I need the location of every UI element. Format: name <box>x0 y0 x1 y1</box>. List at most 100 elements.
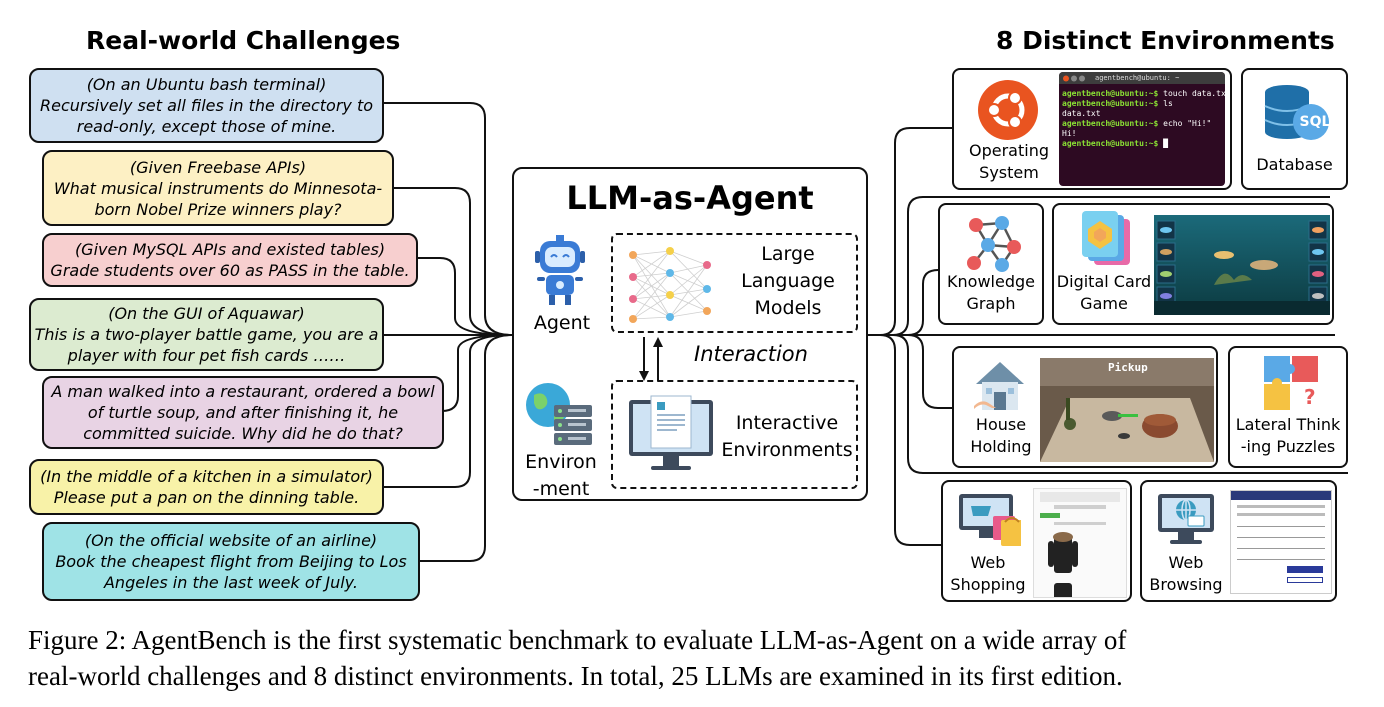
challenge-dcg: (On the GUI of Aquawar) This is a two-pl… <box>29 298 384 371</box>
env-box-label-line: Interactive <box>735 412 839 434</box>
kitchen-screenshot <box>1040 358 1214 462</box>
os-label-line: Operating <box>969 141 1049 160</box>
pickup-overlay: Pickup <box>1108 361 1148 374</box>
db-label-line: Database <box>1256 155 1333 174</box>
kg-label-line: Graph <box>966 294 1016 313</box>
knowledge-graph-icon <box>967 216 1021 272</box>
left-heading: Real-world Challenges <box>86 26 401 55</box>
challenge-line: read-only, except those of mine. <box>76 117 337 136</box>
env-digital-card-game: Digital Card Game <box>1052 203 1334 325</box>
agent-label: Agent <box>533 312 591 334</box>
environment-label: Environ -ment <box>514 449 608 503</box>
dcg-label-line: Game <box>1080 294 1128 313</box>
challenge-line: This is a two-player battle game, you ar… <box>34 325 379 344</box>
right-heading: 8 Distinct Environments <box>996 26 1335 55</box>
llm-dashed-box: Large Language Models <box>611 233 858 333</box>
env-box-label: Interactive Environments <box>719 410 855 464</box>
os-label-line: System <box>979 163 1039 182</box>
llm-label-line: Models <box>754 297 822 319</box>
terminal-screenshot: agentbench@ubuntu: ~ agentbench@ubuntu:~… <box>1059 72 1225 186</box>
browse-label-line: Web <box>1168 553 1204 572</box>
jacket-image <box>1054 583 1072 597</box>
card-game-icon <box>1082 211 1130 265</box>
challenge-line: Grade students over 60 as PASS in the ta… <box>50 261 410 280</box>
hh-label: House Holding <box>958 414 1044 458</box>
challenge-line: (Given Freebase APIs) <box>129 157 307 177</box>
monitor-document-icon <box>629 395 713 470</box>
challenge-line: born Nobel Prize winners play? <box>94 199 342 219</box>
challenge-line: (Given MySQL APIs and existed tables) <box>74 240 386 259</box>
terminal-title: agentbench@ubuntu: ~ <box>1059 72 1225 84</box>
window-buttons-icon <box>1063 75 1085 82</box>
terminal-line: Hi! <box>1062 129 1077 138</box>
interaction-arrows <box>639 337 663 381</box>
env-web-browsing: Web Browsing <box>1140 480 1337 602</box>
terminal-line: agentbench@ubuntu:~$ ls <box>1062 99 1173 108</box>
challenge-line: A man walked into a restaurant, ordered … <box>51 382 435 401</box>
browse-label-line: Browsing <box>1149 575 1223 594</box>
svg-text:?: ? <box>1304 385 1316 409</box>
challenge-line: (In the middle of a kitchen in a simulat… <box>40 467 373 486</box>
os-label: Operating System <box>956 140 1062 184</box>
challenge-line: Book the cheapest flight from Beijing to… <box>55 552 407 571</box>
dcg-label: Digital Card Game <box>1054 271 1154 315</box>
llm-label: Large Language Models <box>723 241 853 322</box>
env-lateral-thinking: ? Lateral Think -ing Puzzles <box>1228 346 1348 468</box>
house-icon <box>974 362 1024 410</box>
caption-line: real-world challenges and 8 distinct env… <box>28 661 1123 691</box>
challenge-line: player with four pet fish cards …… <box>67 346 346 365</box>
airline-screenshot <box>1230 490 1332 594</box>
challenge-line: committed suicide. Why did he do that? <box>83 424 403 443</box>
env-dashed-box: Interactive Environments <box>611 380 858 489</box>
env-knowledge-graph: Knowledge Graph <box>938 203 1044 325</box>
challenge-line: Please put a pan on the dinning table. <box>53 488 360 507</box>
environment-label-line: -ment <box>532 478 590 500</box>
challenge-line: (On the official website of an airline) <box>84 531 378 550</box>
hh-label-line: House <box>975 415 1027 434</box>
challenge-line: (On the GUI of Aquawar) <box>108 304 305 323</box>
env-web-shopping: Web Shopping <box>941 480 1132 602</box>
shopping-screenshot <box>1033 488 1127 598</box>
neural-network-icon <box>629 247 711 323</box>
challenge-ltp: A man walked into a restaurant, ordered … <box>42 376 444 449</box>
shop-label-line: Web <box>970 553 1006 572</box>
hh-label-line: Holding <box>970 437 1032 456</box>
caption-line: Figure 2: AgentBench is the first system… <box>28 625 1127 655</box>
robot-icon <box>535 235 585 305</box>
aquawar-screenshot <box>1154 215 1330 315</box>
challenge-line: of turtle soup, and after finishing it, … <box>87 403 399 422</box>
env-house-holding: House Holding Pickup <box>952 346 1218 468</box>
shop-label-line: Shopping <box>950 575 1026 594</box>
ubuntu-icon <box>978 80 1038 140</box>
challenge-line: Angeles in the last week of July. <box>103 573 358 592</box>
connector-lines <box>382 102 1348 562</box>
challenge-hh: (In the middle of a kitchen in a simulat… <box>29 459 384 515</box>
db-label: Database <box>1243 154 1346 176</box>
llm-label-line: Large <box>761 243 815 265</box>
terminal-line: data.txt <box>1062 109 1101 118</box>
sql-badge: SQL <box>1299 114 1331 130</box>
llm-as-agent-box: LLM-as-Agent Agent <box>512 167 868 501</box>
terminal-line: agentbench@ubuntu:~$ █ <box>1062 139 1168 148</box>
challenge-kg: (Given Freebase APIs) What musical instr… <box>42 150 394 226</box>
kg-label-line: Knowledge <box>947 272 1035 291</box>
challenge-web: (On the official website of an airline) … <box>42 522 420 601</box>
ltp-label: Lateral Think -ing Puzzles <box>1230 414 1346 458</box>
shopping-icon <box>959 494 1021 546</box>
environment-label-line: Environ <box>525 451 597 473</box>
jacket-image <box>1048 532 1078 573</box>
llm-label-line: Language <box>741 270 835 292</box>
challenge-line: What musical instruments do Minnesota- <box>53 178 383 198</box>
terminal-line: agentbench@ubuntu:~$ touch data.txt <box>1062 89 1225 98</box>
ltp-label-line: Lateral Think <box>1235 415 1341 434</box>
challenge-os: (On an Ubuntu bash terminal) Recursively… <box>29 68 384 143</box>
dcg-label-line: Digital Card <box>1056 272 1152 291</box>
env-database: SQL Database <box>1241 68 1348 190</box>
challenge-line: (On an Ubuntu bash terminal) <box>86 75 327 94</box>
env-box-label-line: Environments <box>721 439 853 461</box>
terminal-line: agentbench@ubuntu:~$ echo "Hi!" <box>1062 119 1212 128</box>
ltp-label-line: -ing Puzzles <box>1240 437 1336 456</box>
browsing-icon <box>1158 494 1214 544</box>
shop-label: Web Shopping <box>945 552 1031 596</box>
interaction-label: Interaction <box>694 342 808 366</box>
